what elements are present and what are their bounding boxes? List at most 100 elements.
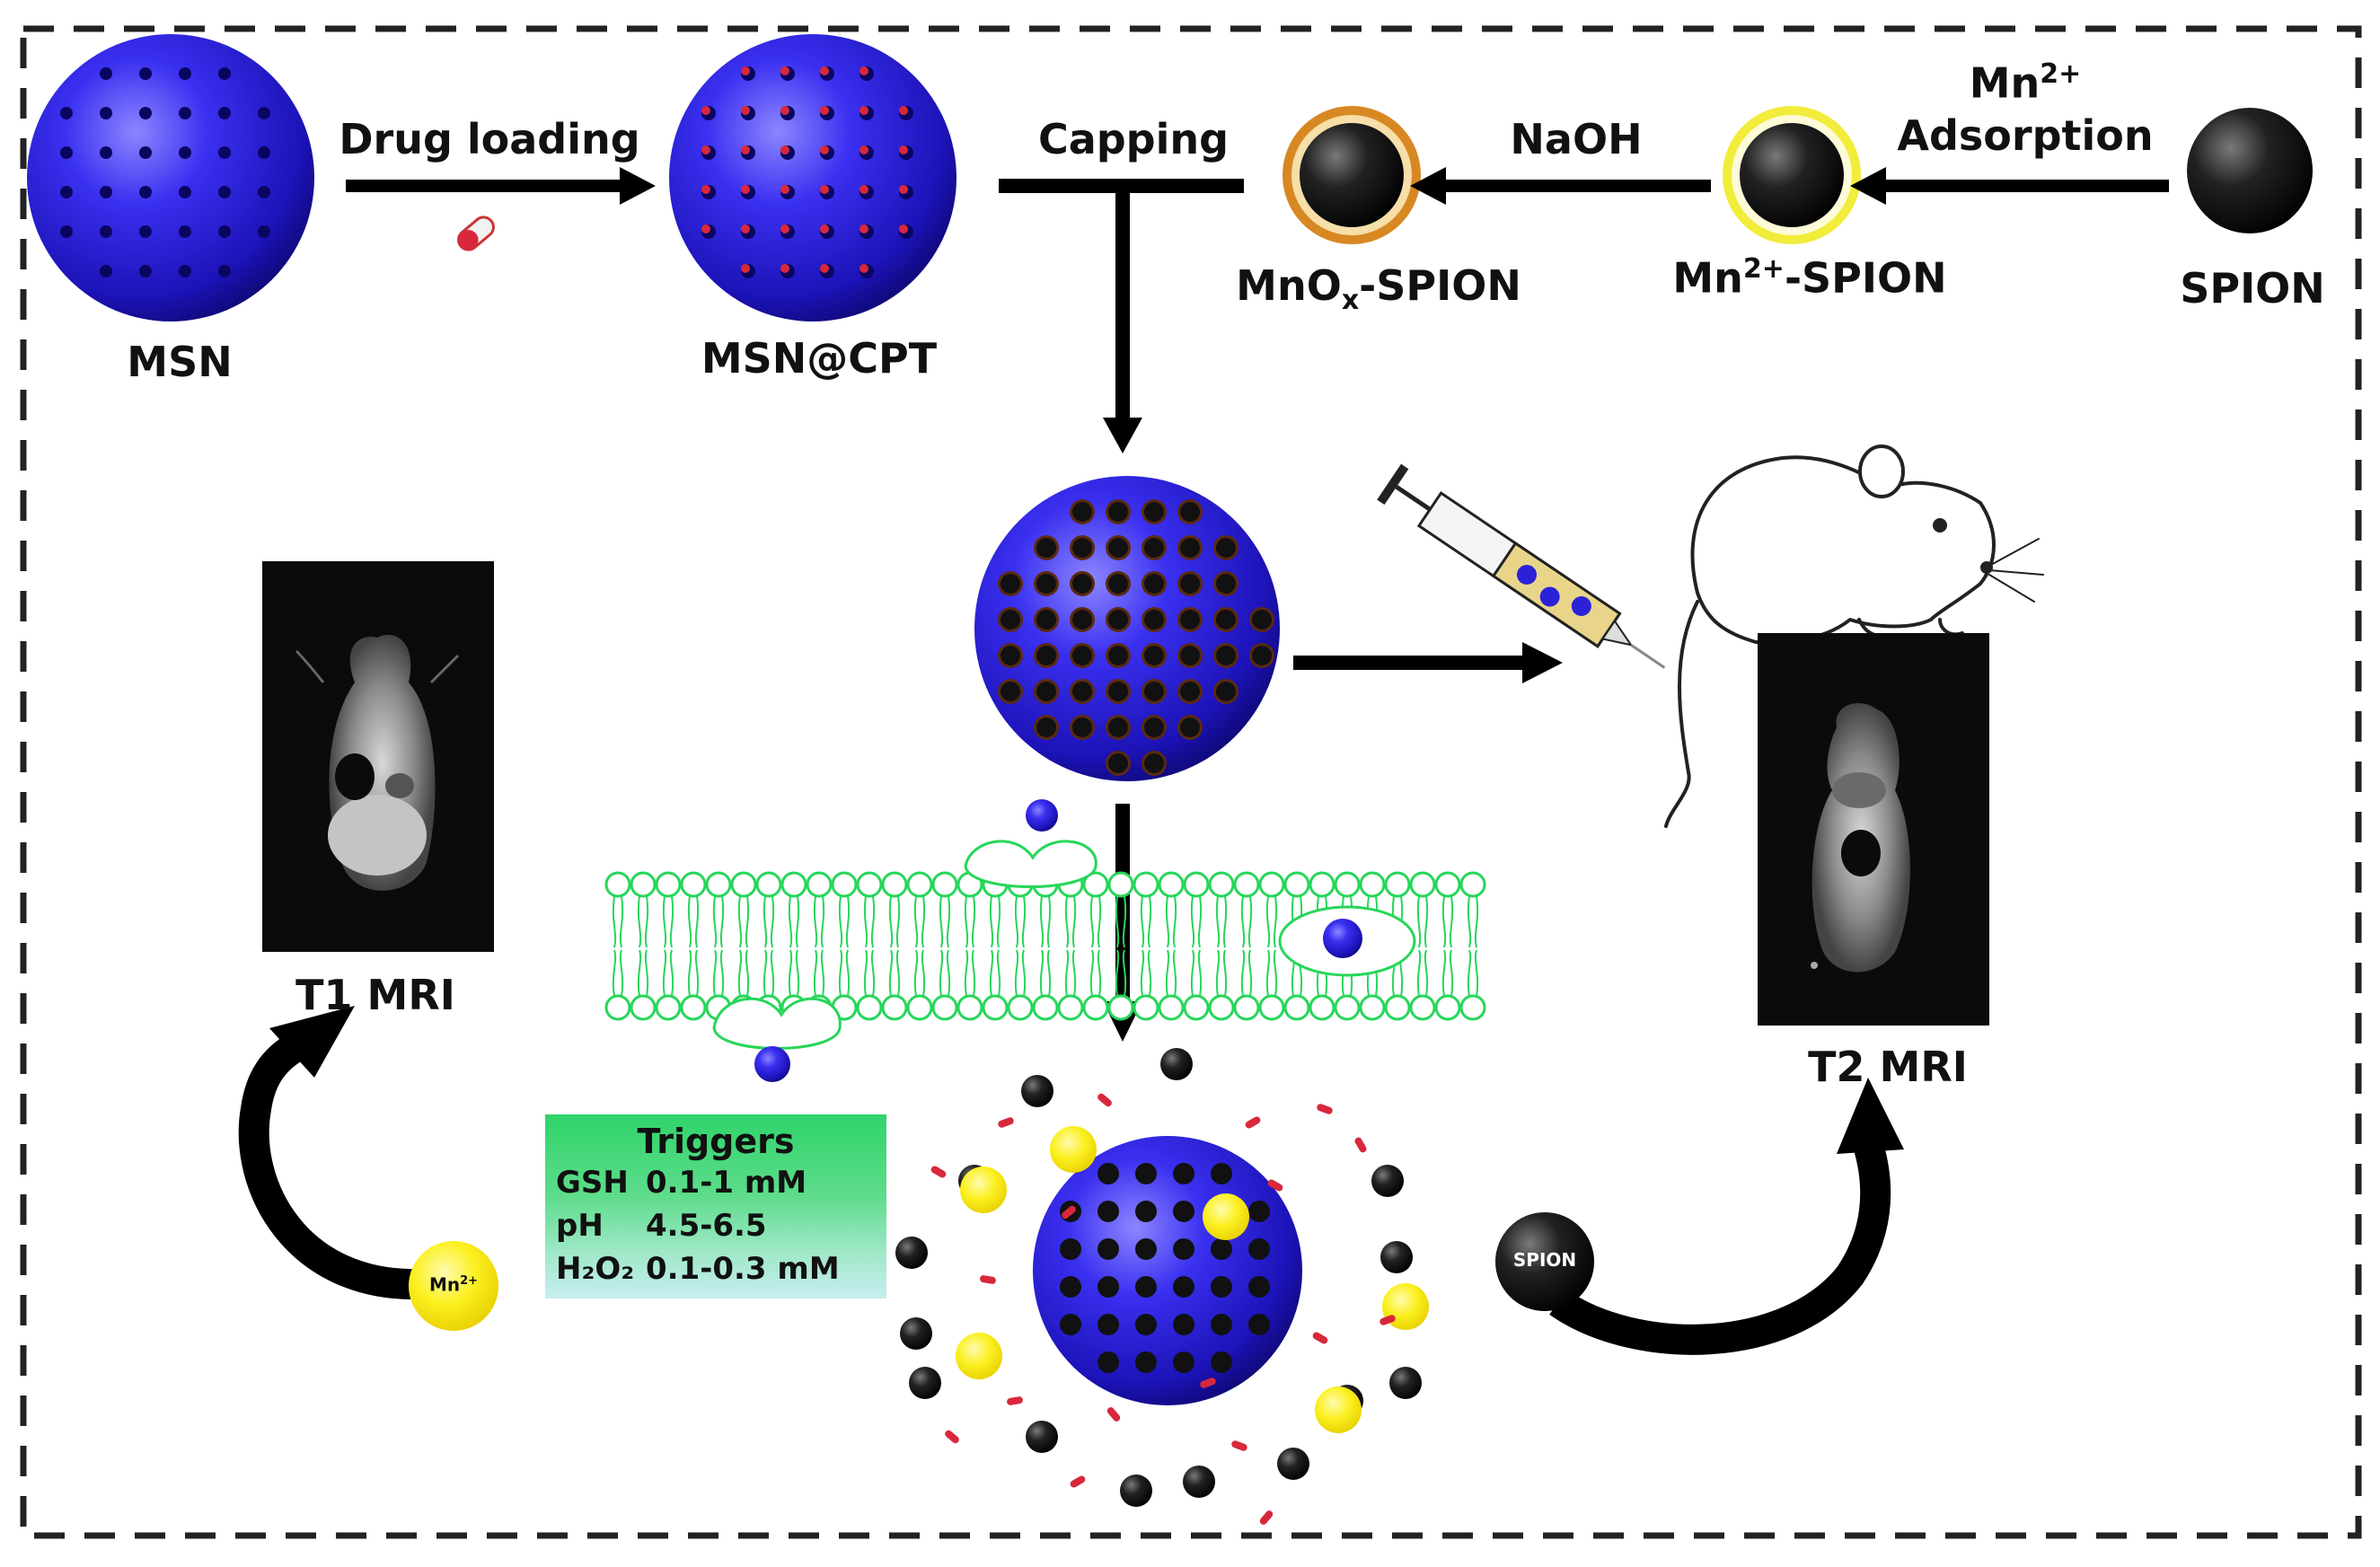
lipid-head — [1208, 994, 1235, 1021]
lipid-head — [1334, 871, 1361, 898]
spion-cap — [1108, 717, 1128, 737]
spion-cap — [1216, 574, 1236, 594]
lipid-head — [655, 871, 682, 898]
naoh-arrow — [1410, 167, 1711, 205]
injection-arrow — [1293, 642, 1563, 683]
lipid-head — [630, 871, 657, 898]
spion-cap — [1072, 610, 1092, 629]
spion-particle — [2187, 108, 2313, 233]
lipid-tail — [1240, 949, 1253, 997]
spion-dot — [1135, 1351, 1157, 1373]
drug-dot — [701, 185, 710, 194]
spion-dot — [1173, 1163, 1194, 1184]
t1-curved-arrow — [238, 1006, 423, 1300]
lipid-tail — [989, 895, 1001, 948]
mn-ion-free — [956, 1333, 1002, 1379]
t1-mri-image — [262, 561, 494, 952]
lipid-tail — [964, 949, 976, 997]
spion-dot — [1135, 1238, 1157, 1260]
drug-dot — [820, 145, 829, 154]
lipid-tail — [712, 949, 725, 997]
lipid-tail — [888, 895, 901, 948]
drug-fragment — [1070, 1475, 1086, 1488]
lipid-tail — [687, 949, 700, 997]
spion-dot — [1060, 1238, 1081, 1260]
lipid-head — [1384, 994, 1411, 1021]
pore — [100, 225, 112, 238]
lipid-head — [806, 871, 833, 898]
spion-cap — [1216, 646, 1236, 665]
adsorption-arrow — [1850, 167, 2169, 205]
spion-particle-free — [1380, 1241, 1413, 1273]
pore — [218, 107, 231, 119]
lipid-tail — [1014, 895, 1027, 948]
lipid-tail — [1064, 949, 1077, 997]
capping-arrow — [999, 179, 1244, 453]
spion-dot — [1097, 1351, 1119, 1373]
spion-dot — [1211, 1163, 1232, 1184]
drug-dot — [741, 224, 750, 233]
drug-dot — [859, 106, 868, 115]
spion-cap — [1036, 610, 1056, 629]
lipid-head — [1459, 871, 1486, 898]
drug-loading-arrow — [346, 167, 656, 205]
spion-particle-free — [1120, 1475, 1152, 1507]
spion-dot — [1211, 1276, 1232, 1298]
triggers-title: Triggers — [637, 1122, 795, 1161]
spion-cap — [1036, 717, 1056, 737]
spion-cap — [1108, 574, 1128, 594]
drug-fragment — [1062, 1205, 1076, 1219]
lipid-tail — [1115, 949, 1127, 997]
pore — [100, 67, 112, 80]
drug-fragment — [1380, 1315, 1396, 1325]
drug-fragment — [1245, 1116, 1261, 1129]
spion-cap — [1180, 717, 1200, 737]
lipid-tail — [939, 895, 951, 948]
spion-cap — [1144, 574, 1164, 594]
pore — [60, 225, 73, 238]
spion-dot — [1097, 1276, 1119, 1298]
mn-ion-free — [960, 1166, 1007, 1213]
lipid-tail — [838, 895, 851, 948]
spion-badge — [1495, 1212, 1594, 1311]
spion-cap — [1144, 717, 1164, 737]
lipid-tail — [1089, 949, 1102, 997]
pore — [218, 225, 231, 238]
lipid-head — [1133, 994, 1159, 1021]
drug-dot — [741, 264, 750, 273]
lipid-tail — [863, 895, 876, 948]
lipid-head — [1233, 994, 1260, 1021]
drug-dot — [820, 185, 829, 194]
pore — [179, 107, 191, 119]
lipid-head — [630, 994, 657, 1021]
spion-cap — [1108, 502, 1128, 522]
spion-dot — [1135, 1163, 1157, 1184]
spion-dot — [1211, 1351, 1232, 1373]
lipid-tail — [637, 949, 649, 997]
lipid-head — [1359, 871, 1386, 898]
lipid-tail — [1265, 949, 1278, 997]
lipid-head — [906, 994, 933, 1021]
naoh-label: NaOH — [1510, 115, 1643, 163]
lipid-tail — [762, 895, 775, 948]
lipid-tail — [762, 949, 775, 997]
spion-cap — [1000, 682, 1020, 701]
pore — [179, 265, 191, 277]
adsorption-label: Adsorption — [1897, 111, 2154, 160]
pore — [139, 146, 152, 159]
spion-cap — [1072, 502, 1092, 522]
spion-dot — [1211, 1314, 1232, 1335]
drug-capsule-icon — [457, 216, 495, 251]
pore — [139, 186, 152, 198]
spion-cap — [1108, 753, 1128, 773]
lipid-head — [1434, 994, 1461, 1021]
spion-cap — [1144, 502, 1164, 522]
lipid-head — [856, 994, 883, 1021]
lipid-head — [982, 994, 1009, 1021]
drug-dot — [780, 185, 789, 194]
lipid-tail — [939, 949, 951, 997]
